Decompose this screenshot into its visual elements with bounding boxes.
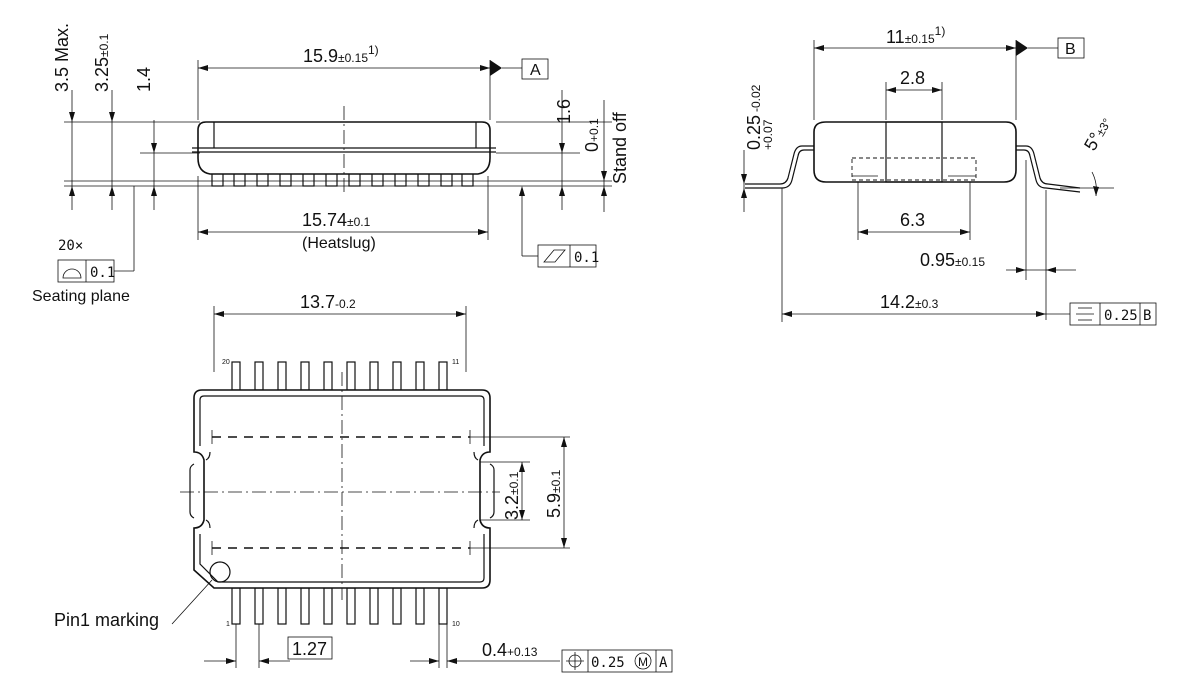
end-view: 11±0.151) B 2.8 0.25 +0.07 -0.02 5°±3° [741,24,1157,326]
dim-pitch: 1.27 [292,639,327,659]
flatness-value: 0.1 [574,250,599,266]
dim-body-height: 3.25 [92,57,112,92]
symmetry-datum: B [1143,308,1151,324]
dim-standoff-tol: +0.1 [587,118,601,142]
profile-value: 0.1 [90,265,115,281]
svg-text:11±0.151): 11±0.151) [886,24,945,47]
dim-top-length-tol: -0.2 [335,297,356,311]
svg-text:14.2±0.3: 14.2±0.3 [880,292,939,312]
dim-length-tol: ±0.15 [338,51,368,65]
dim-width-note: 1) [935,24,946,38]
pin1-label: Pin1 marking [54,610,159,630]
symmetry-value: 0.25 [1104,308,1138,324]
pin-11-label: 11 [452,359,459,366]
dim-slot: 3.2 [502,495,522,520]
svg-text:3.2±0.1: 3.2±0.1 [502,471,522,520]
position-mod: M [638,655,648,669]
end-view-lead-right [1012,145,1081,193]
seating-plane-label: Seating plane [32,288,130,305]
top-view: Pin1 marking 20 11 1 10 13.7-0.2 3.2±0.1… [54,292,673,673]
dim-body-height-tol: ±0.1 [97,33,111,57]
standoff-label: Stand off [610,111,630,184]
flatness-icon [543,249,566,263]
dim-2-8: 2.8 [900,68,925,88]
dim-lead-length-tol: ±0.15 [955,255,985,269]
side-view: 3.5 Max. 3.25±0.1 1.4 15.9±0.151) A 1.6 [32,23,630,305]
mmc-icon [634,652,652,670]
top-view-leads-top [231,361,448,391]
count-label: 20× [58,238,83,254]
dim-heatslug-width-tol: ±0.1 [549,469,563,493]
datum-a: A [530,62,541,79]
dim-thickness: 0.25 [744,115,764,150]
dim-overall-tol: ±0.3 [915,297,939,311]
position-value: 0.25 [591,655,625,671]
dim-slot-tol: ±0.1 [507,471,521,495]
dim-heatslug-width: 5.9 [544,493,564,518]
svg-text:0.4+0.13: 0.4+0.13 [482,640,538,660]
dim-lead-width: 0.4 [482,640,507,660]
dim-width-tol: ±0.15 [905,32,935,46]
pin-10-label: 10 [452,621,460,628]
svg-text:15.9±0.151): 15.9±0.151) [303,43,379,66]
dim-thickness-tol-up: +0.07 [761,119,775,150]
dim-thickness-tol-dn: -0.02 [749,84,763,112]
position-datum: A [659,655,668,671]
pin1-marking-dot [209,561,231,583]
top-view-leads-bottom [231,587,448,625]
position-icon [566,652,584,670]
dim-lead-width-tol: +0.13 [507,645,538,659]
dim-overall: 14.2 [880,292,915,312]
dim-length-note: 1) [368,43,379,57]
svg-text:5.9±0.1: 5.9±0.1 [544,469,564,518]
dim-6-3: 6.3 [900,210,925,230]
dim-lead-length: 0.95 [920,250,955,270]
end-view-lead-left [745,145,818,189]
svg-text:5°±3°: 5°±3° [1080,113,1115,154]
dim-1-6: 1.6 [554,99,574,124]
end-view-body [813,121,1017,183]
heatslug-label: (Heatslug) [302,235,376,252]
pin-20-label: 20 [222,359,230,366]
dim-heatslug: 15.74 [302,210,347,230]
svg-text:3.25±0.1: 3.25±0.1 [92,33,112,92]
dim-top-length: 13.7 [300,292,335,312]
svg-text:0.25: 0.25 [744,115,764,150]
surface-profile-icon [62,268,82,279]
svg-text:15.74±0.1: 15.74±0.1 [302,210,371,230]
dim-standoff: 0 [582,142,602,152]
dim-width: 11 [886,27,905,47]
pin-1-label: 1 [226,621,230,628]
dim-heatslug-tol: ±0.1 [347,215,371,229]
dim-length: 15.9 [303,46,338,66]
svg-text:0.95±0.15: 0.95±0.15 [920,250,985,270]
svg-text:13.7-0.2: 13.7-0.2 [300,292,356,312]
dim-lead-height: 1.4 [134,67,154,92]
datum-b: B [1065,41,1076,58]
symmetry-icon [1076,307,1094,321]
dim-height-max: 3.5 Max. [52,23,72,92]
top-view-body [193,389,491,589]
svg-text:0+0.1: 0+0.1 [582,118,602,152]
